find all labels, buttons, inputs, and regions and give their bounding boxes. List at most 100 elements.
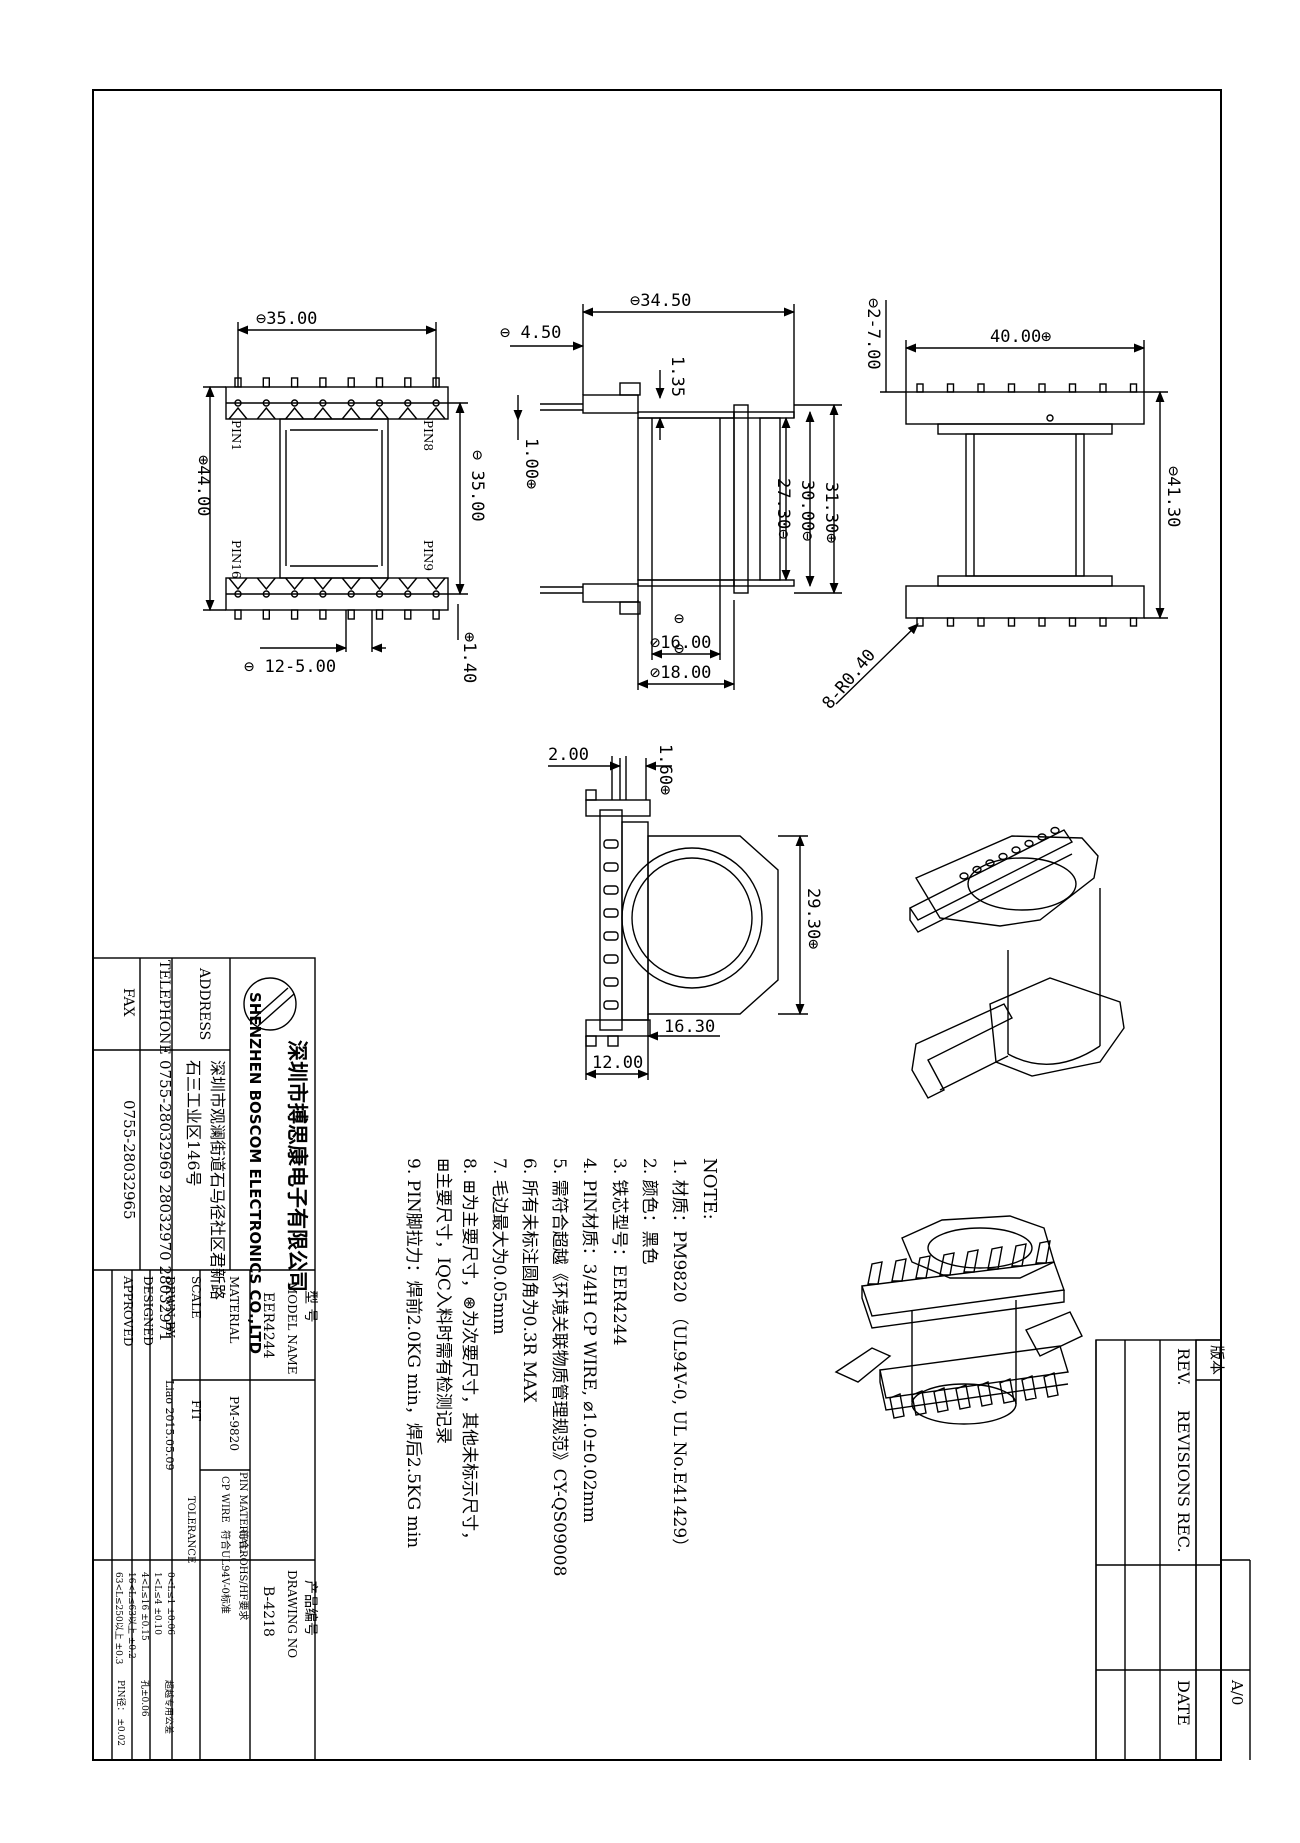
top-view [203, 322, 468, 653]
pin [1038, 383, 1046, 393]
tolerance-row: 16<L≤63以上 ±0.2 [126, 1572, 137, 1659]
flange-thickness-dim: 1.35 [667, 356, 687, 397]
pin-material-label: PIN MATERIAL: [237, 1472, 248, 1554]
material-label: MATERIAL [227, 1276, 241, 1344]
side-view-core [965, 433, 1085, 577]
pin [404, 609, 412, 620]
notes-title: NOTE: [699, 1158, 720, 1220]
slot-dim: ⊖2-7.00 [863, 298, 883, 370]
pin8-label: PIN8 [421, 420, 435, 451]
end-view-bottom-width-dim: 12.00 [592, 1053, 643, 1073]
pin [603, 954, 619, 964]
pin [1068, 383, 1077, 393]
revisions-block [1095, 1339, 1251, 1761]
pin-hole [1046, 414, 1054, 422]
note-6: 6. 所有未标注圆角为0.3R MAX [519, 1158, 539, 1404]
side-view-height-dim: ⊖41.30 [1163, 466, 1183, 527]
d1-mark: ⊖ [674, 609, 684, 629]
side-view-width-dim: 40.00⊕ [990, 327, 1051, 347]
pin [375, 609, 384, 620]
pin [290, 609, 299, 620]
top-view-inner-dim: ⊖ 35.00 [467, 450, 487, 522]
pin [933, 1387, 949, 1413]
pin-material-value: 符合ROHS/HF要求 [237, 1530, 250, 1620]
date-label: DATE [1174, 1680, 1193, 1726]
pin [262, 377, 270, 388]
pin-hole [319, 399, 327, 407]
tolerance-row: 4<L≤16 ±0.15 [139, 1572, 149, 1641]
pin-hole [290, 399, 299, 407]
pin-hole [262, 399, 270, 407]
pin-groove [369, 577, 390, 591]
pin [987, 1246, 1003, 1270]
top-view-height-dim: ⊕44.00 [193, 455, 213, 516]
pin [603, 1000, 619, 1010]
sheet-border [92, 89, 1222, 1761]
pin [1037, 833, 1047, 841]
isometric-view-bottom [834, 1215, 1083, 1425]
fax-value: 0755-28032965 [120, 1100, 138, 1220]
pin [603, 977, 619, 987]
pin [889, 1393, 905, 1419]
tolerance-label: TOLERANCE [185, 1496, 196, 1563]
pin-hole [234, 590, 242, 598]
pin-groove [426, 406, 446, 420]
tolerance-note: PIN径： ±0.02 [115, 1680, 127, 1746]
pin [972, 865, 982, 874]
mid-height-dim: 30.00⊖ [797, 480, 817, 541]
pin-groove [313, 577, 333, 591]
note-3: 3. 铁芯型号：EER4244 [609, 1158, 629, 1346]
pin-hole [290, 590, 299, 598]
pin [977, 617, 985, 627]
pin [911, 1390, 927, 1416]
pin-groove [256, 577, 276, 591]
pin [1129, 383, 1138, 393]
pin-groove [341, 577, 361, 591]
pin [262, 609, 270, 620]
material-value: PM-9820 [227, 1396, 241, 1451]
pin [985, 859, 995, 867]
pin-hole [375, 399, 384, 407]
pin-hole [375, 590, 384, 598]
pin [867, 1261, 883, 1285]
pin [603, 931, 619, 941]
pin-groove [398, 406, 418, 420]
pin [999, 1378, 1015, 1404]
tolerance-note: 超越专用公差 [163, 1680, 175, 1734]
pin [319, 377, 327, 388]
pin [891, 1258, 907, 1282]
front-view-ext-dim: ⊖ 4.50 [500, 323, 561, 343]
pin-groove [228, 577, 248, 591]
tolerance-note: 孔±0.06 [139, 1680, 150, 1717]
notes-block: NOTE: 1. 材质：PM9820 （UL94V-0, UL No.E4142… [403, 1158, 720, 1576]
pin [603, 839, 619, 849]
end-view-offset-dim: 16.30 [664, 1017, 715, 1037]
version-label: 版本 [1208, 1345, 1226, 1375]
pin-hole [319, 590, 327, 598]
pin-groove [369, 406, 390, 420]
note-5: 5. 需符合超越《环境关联物质管理规范》CY-QS09008 [549, 1158, 569, 1576]
pin-groove [426, 577, 446, 591]
model-value: EER4244 [260, 1292, 276, 1359]
pin [375, 377, 384, 388]
pin-hole [347, 590, 355, 598]
model-name-label: MODEL NAME [285, 1282, 299, 1375]
pin [1043, 1372, 1059, 1398]
pin-hole [262, 590, 270, 598]
note-8: 8. ⊞为主要尺寸，⊛为次要尺寸，其他未标示尺寸， [459, 1158, 479, 1548]
pin [432, 609, 440, 620]
end-view [548, 756, 808, 1080]
address-label: ADDRESS [196, 967, 212, 1040]
model-name-cn: 型 号 [302, 1290, 318, 1322]
pin [977, 383, 985, 393]
note-8b: ⊞主要尺寸，IQC入料时需有检测记录 [433, 1158, 453, 1444]
pin [955, 1384, 971, 1410]
pin-thickness-dim: 1.00⊕ [521, 438, 541, 489]
pin [946, 617, 955, 627]
pin [963, 1249, 979, 1273]
pin [1038, 617, 1046, 627]
note-7: 7. 毛边最大为0.05mm [489, 1158, 509, 1335]
telephone-label: TELEPHONE [156, 960, 172, 1055]
